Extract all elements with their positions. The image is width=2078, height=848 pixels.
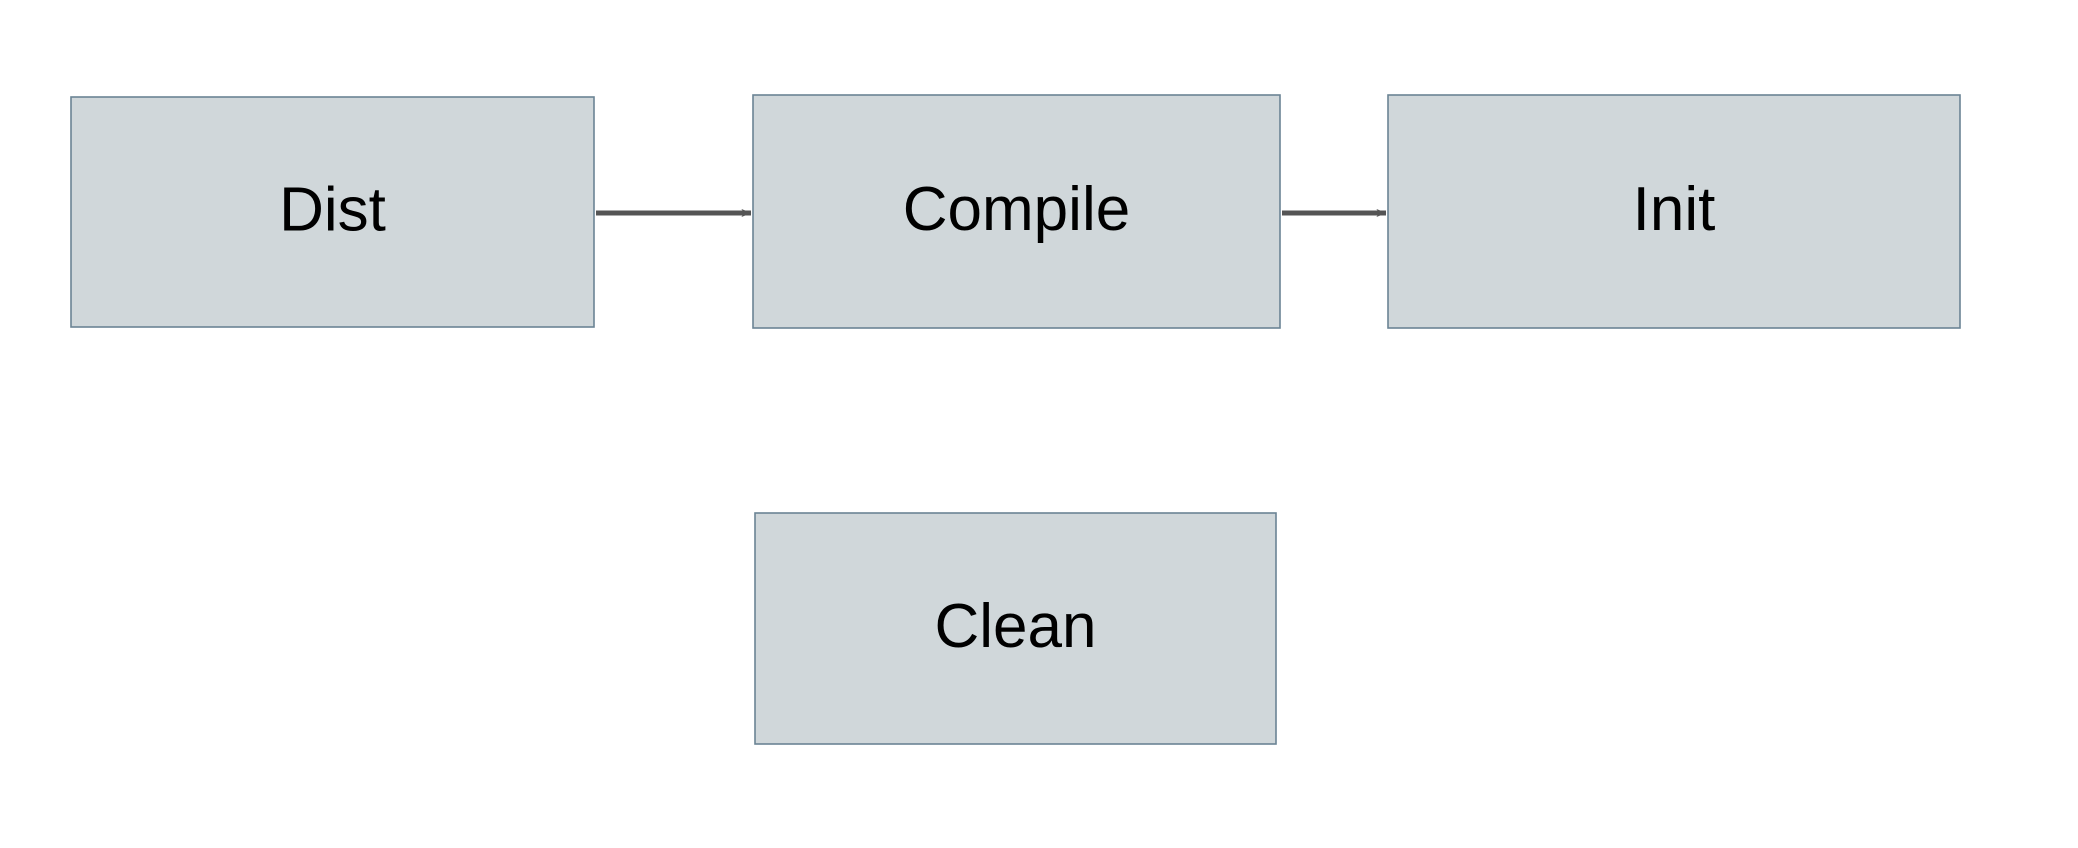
node-clean-label: Clean bbox=[935, 592, 1097, 661]
node-init[interactable]: Init bbox=[1387, 94, 1961, 329]
node-dist-label: Dist bbox=[279, 175, 386, 244]
node-clean[interactable]: Clean bbox=[754, 512, 1277, 745]
node-init-label: Init bbox=[1633, 175, 1716, 244]
node-group: Dist Compile Init Clean bbox=[70, 94, 1961, 745]
node-compile-label: Compile bbox=[903, 175, 1130, 244]
node-init-rect bbox=[1387, 94, 1961, 329]
node-dist[interactable]: Dist bbox=[70, 96, 595, 328]
node-dist-rect bbox=[70, 96, 595, 328]
node-compile-rect bbox=[752, 94, 1281, 329]
node-compile[interactable]: Compile bbox=[752, 94, 1281, 329]
node-clean-rect bbox=[754, 512, 1277, 745]
